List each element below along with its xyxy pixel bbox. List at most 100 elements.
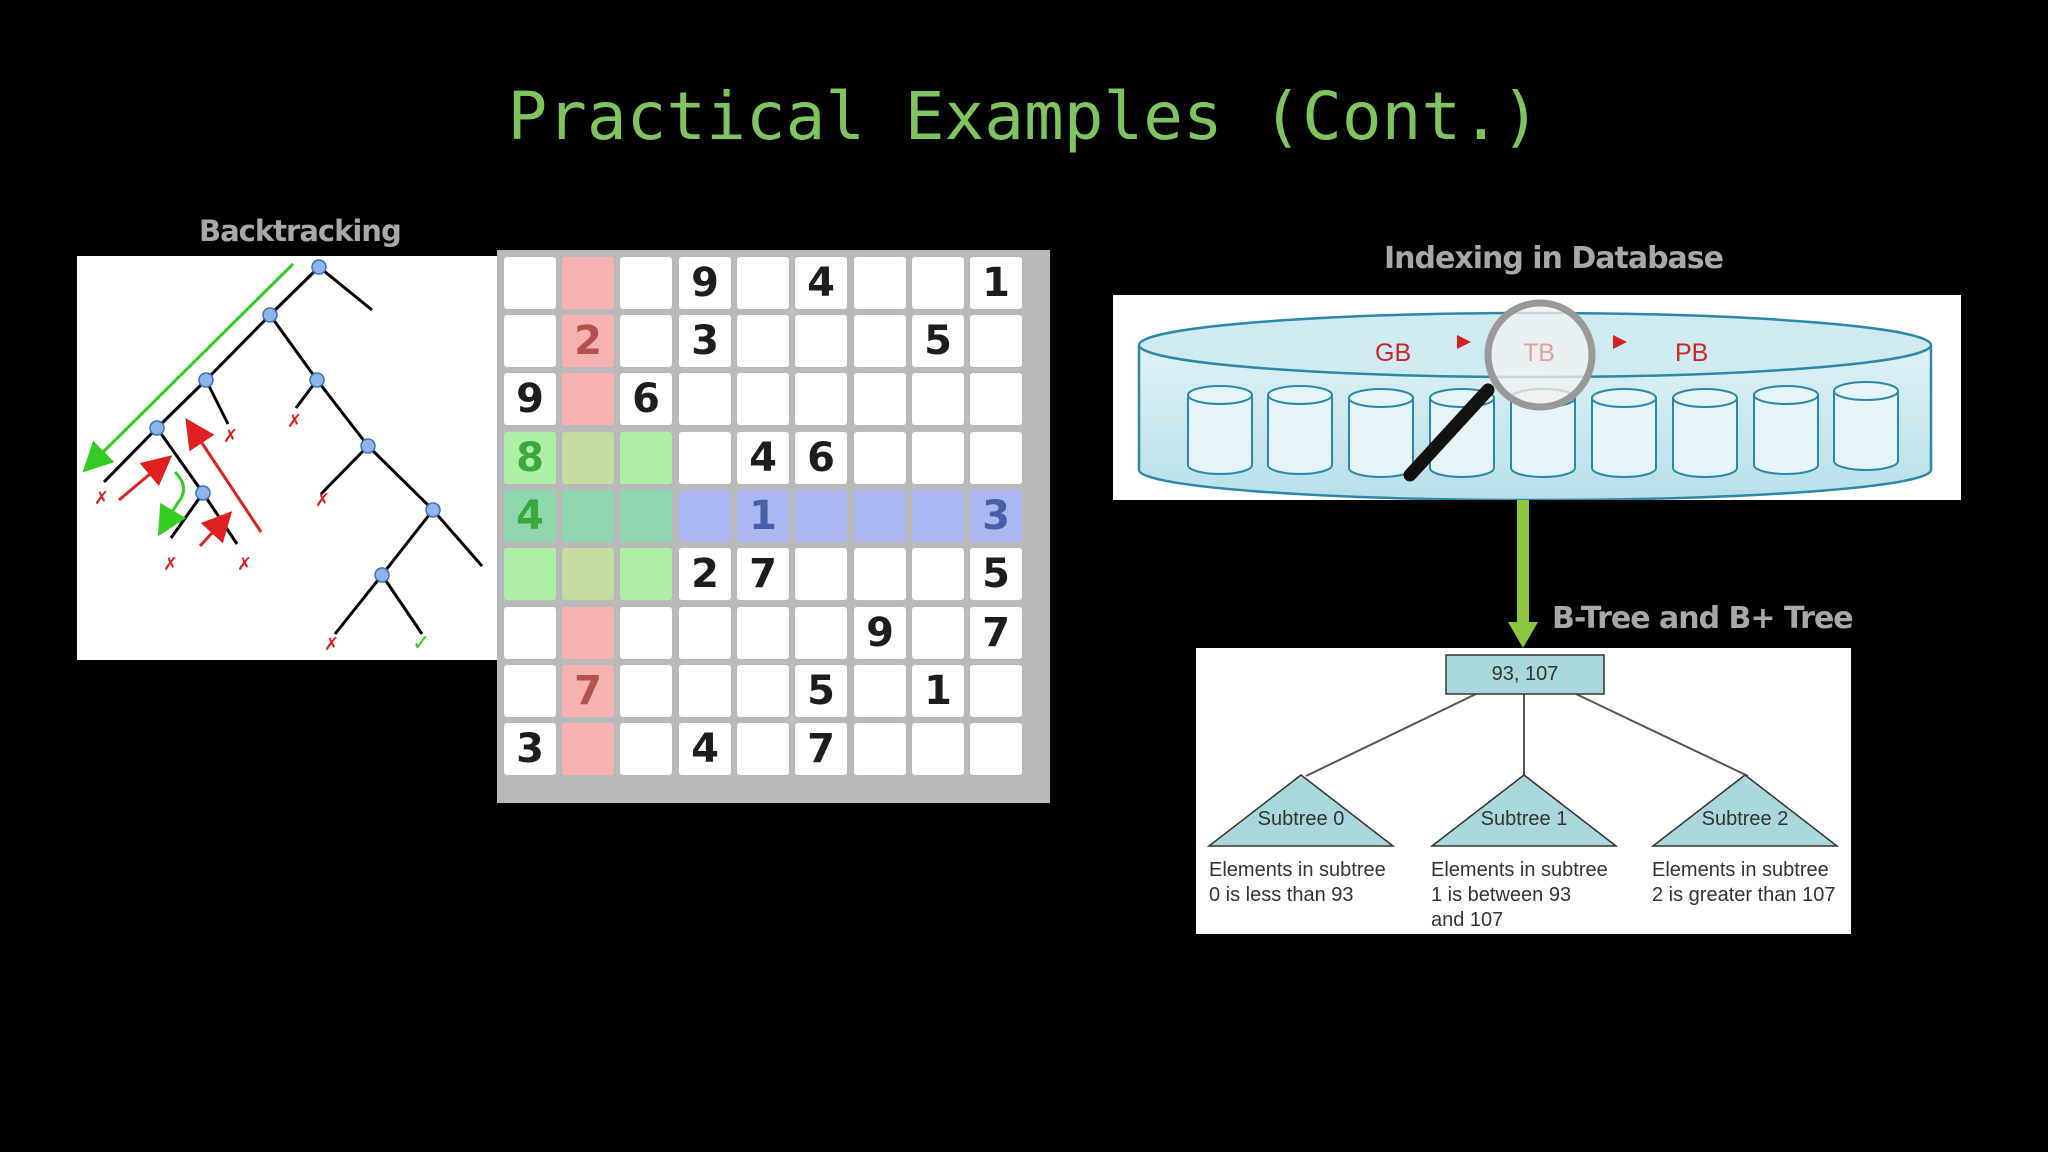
sudoku-cell [912,257,964,309]
subtree-1-label: Subtree 1 [1480,808,1568,830]
slide-title: Practical Examples (Cont.) [507,78,1541,155]
sudoku-cell [562,723,614,775]
unit-gb: GB [1375,339,1412,367]
sudoku-cell: 7 [970,607,1022,659]
sudoku-cell [854,257,906,309]
sudoku-cell: 3 [504,723,556,775]
sudoku-cell [737,723,789,775]
subtree-2-desc-line: Elements in subtree [1652,859,1829,881]
subtree-0-label: Subtree 0 [1257,808,1345,830]
sudoku-cell [504,315,556,367]
dead-end-mark: ✗ [94,488,110,508]
sudoku-cell [970,373,1022,425]
sudoku-cell: 7 [737,548,789,600]
sudoku-cell [970,315,1022,367]
sudoku-cell [970,665,1022,717]
sudoku-cell: 4 [504,490,556,542]
subtree-2-desc-line: 2 is greater than 107 [1652,884,1836,906]
sudoku-cell [504,548,556,600]
sudoku-cell [970,723,1022,775]
dead-end-mark: ✗ [237,554,253,574]
sudoku-cell [620,432,672,484]
sudoku-cell [854,373,906,425]
subtree-2-desc: Elements in subtree 2 is greater than 10… [1652,858,1835,908]
sudoku-cell [912,548,964,600]
btree-graph [1206,654,1840,847]
database-cylinder [1137,299,1933,502]
sudoku-cell [679,607,731,659]
backtracking-caption: Backtracking [199,214,402,248]
sudoku-cell: 5 [912,315,964,367]
sudoku-cell: 1 [970,257,1022,309]
subtree-1-desc-line: and 107 [1431,909,1504,931]
subtree-0-desc: Elements in subtree 0 is less than 93 [1209,858,1386,908]
sudoku-cell [737,257,789,309]
sudoku-cell [679,490,731,542]
sudoku-cell: 5 [970,548,1022,600]
sudoku-cell [562,548,614,600]
subtree-2-label: Subtree 2 [1701,808,1789,830]
sudoku-cell [912,723,964,775]
success-mark: ✓ [412,630,431,655]
dead-end-mark: ✗ [163,554,179,574]
sudoku-cell [854,665,906,717]
sudoku-cell [737,607,789,659]
sudoku-cell: 4 [679,723,731,775]
sudoku-cell: 6 [795,432,847,484]
subtree-1-desc-line: Elements in subtree [1431,859,1608,881]
sudoku-cell [679,432,731,484]
sudoku-cell [679,665,731,717]
subtree-1-desc: Elements in subtree 1 is between 93 and … [1431,858,1608,933]
sudoku-cell [795,373,847,425]
sudoku-cell: 3 [970,490,1022,542]
sudoku-cell [620,548,672,600]
sudoku-cell [737,665,789,717]
sudoku-cell [620,665,672,717]
database-diagram: GB TB PB [1113,295,1961,502]
sudoku-cell [795,548,847,600]
sudoku-cell [562,432,614,484]
dead-end-mark: ✗ [315,490,331,510]
backtracking-diagram: ✗ ✗ ✗ ✗ ✗ ✗ ✗ ✓ [77,256,497,660]
btree-diagram: 93, 107 Subtree 0 Subtree 1 Subtree 2 El… [1196,648,1851,934]
sudoku-cell [912,490,964,542]
sudoku-cell: 2 [679,548,731,600]
sudoku-cell: 2 [562,315,614,367]
sudoku-cell: 4 [795,257,847,309]
sudoku-cell [504,607,556,659]
sudoku-cell [620,723,672,775]
sudoku-cell: 1 [737,490,789,542]
sudoku-cell [795,607,847,659]
sudoku-cell: 4 [737,432,789,484]
sudoku-cell [854,315,906,367]
sudoku-cell: 9 [679,257,731,309]
sudoku-cell [970,432,1022,484]
subtree-0-desc-line: 0 is less than 93 [1209,884,1354,906]
sudoku-cell [504,665,556,717]
subtree-1-desc-line: 1 is between 93 [1431,884,1572,906]
sudoku-cell [562,490,614,542]
sudoku-cell [795,315,847,367]
database-caption: Indexing in Database [1384,241,1724,276]
sudoku-cell [620,257,672,309]
sudoku-cell [562,607,614,659]
sudoku-cell [854,548,906,600]
sudoku-cell [912,373,964,425]
unit-pb: PB [1675,339,1709,367]
sudoku-cell: 9 [504,373,556,425]
backtracking-tree [82,259,484,635]
sudoku-cell [737,315,789,367]
sudoku-cell [912,607,964,659]
sudoku-cell: 5 [795,665,847,717]
sudoku-cell: 1 [912,665,964,717]
dead-end-mark: ✗ [223,426,239,446]
sudoku-cell: 3 [679,315,731,367]
btree-root-node: 93, 107 [1491,663,1559,685]
sudoku-cell [795,490,847,542]
btree-caption: B-Tree and B+ Tree [1552,601,1854,636]
sudoku-cell: 6 [620,373,672,425]
sudoku-cell [620,607,672,659]
sudoku-cell: 7 [562,665,614,717]
sudoku-cell [854,432,906,484]
